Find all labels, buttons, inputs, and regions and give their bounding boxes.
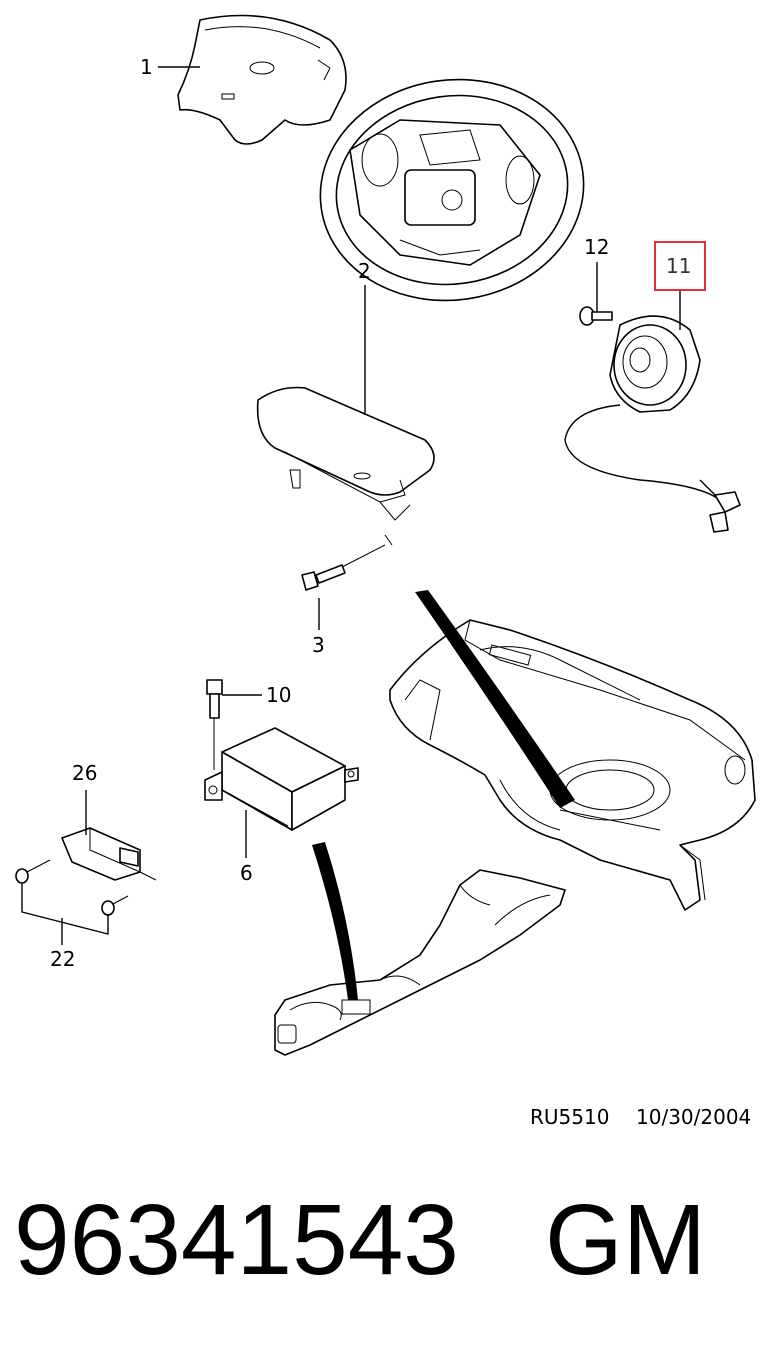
callout-11: 11 xyxy=(666,254,691,278)
screws-22 xyxy=(15,859,129,916)
callout-1: 1 xyxy=(140,55,153,79)
airbag-control-module xyxy=(204,727,359,831)
callout-22: 22 xyxy=(50,947,75,971)
pointer-wedge-console xyxy=(312,842,358,1000)
parts-diagram: 1 2 3 10 6 12 11 26 22 RU5510 10/30/2004 xyxy=(15,14,756,1129)
part-number: 96341543 xyxy=(14,1184,459,1296)
callout-6: 6 xyxy=(240,861,253,885)
screw-12 xyxy=(579,306,613,326)
passenger-airbag-module xyxy=(256,386,435,546)
clockspring-coil xyxy=(564,315,741,533)
center-console xyxy=(274,869,566,1056)
pointer-wedge-dash xyxy=(415,590,575,808)
bolt-3 xyxy=(301,544,386,591)
impact-sensor-bracket xyxy=(61,827,157,881)
brand-label: GM xyxy=(545,1184,707,1296)
leader-lines xyxy=(21,66,681,945)
bolt-10 xyxy=(206,679,223,770)
driver-airbag-module xyxy=(177,14,347,145)
steering-wheel xyxy=(319,78,585,302)
callout-2: 2 xyxy=(358,259,371,283)
highlight-box-11 xyxy=(654,241,706,291)
instrument-panel xyxy=(389,619,756,911)
diagram-date: 10/30/2004 xyxy=(636,1105,751,1129)
callout-3: 3 xyxy=(312,633,325,657)
callout-12: 12 xyxy=(584,235,609,259)
diagram-reference-code: RU5510 xyxy=(530,1105,609,1129)
callout-26: 26 xyxy=(72,761,97,785)
callout-10: 10 xyxy=(266,683,291,707)
